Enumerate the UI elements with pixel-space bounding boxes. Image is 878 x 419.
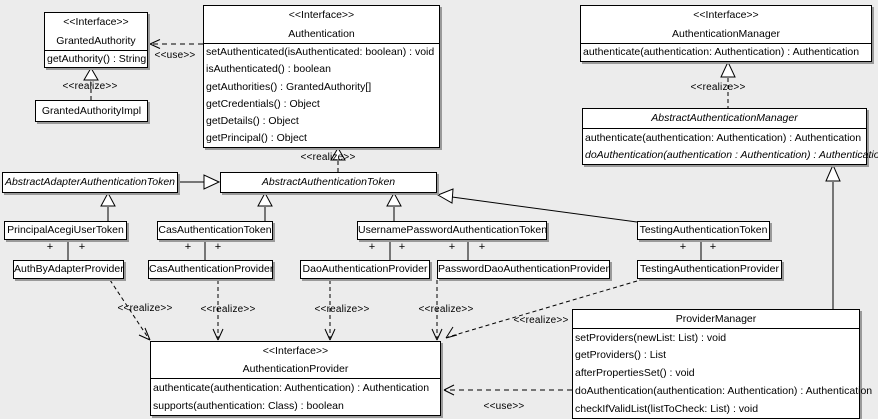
edge-label-realize: <<realize>> (690, 82, 746, 93)
stereotype: <<Interface>> (288, 9, 355, 21)
class-name: AbstractAdapterAuthenticationToken (4, 176, 176, 189)
edge-generalize-casauthenticationtoken[interactable] (257, 191, 273, 221)
method: isAuthenticated() : boolean (206, 63, 331, 76)
edge-realize-testingauthenticationprovider[interactable] (445, 280, 638, 339)
class-granted-authority[interactable]: <<Interface>> GrantedAuthority getAuthor… (44, 12, 148, 68)
class-authentication-provider[interactable]: <<Interface>> AuthenticationProvider aut… (150, 341, 441, 416)
class-cas-authentication-token[interactable]: CasAuthenticationToken (157, 221, 273, 240)
class-provider-manager[interactable]: ProviderManager setProviders(newList: Li… (572, 309, 873, 419)
method: afterPropertiesSet() : void (575, 367, 695, 380)
assoc-plus-mark: + (368, 241, 376, 253)
class-name: PasswordDaoAuthenticationProvider (438, 263, 610, 276)
class-name: Authentication (288, 27, 355, 40)
assoc-plus-mark: + (448, 241, 456, 253)
edge-generalize-providermanager[interactable] (825, 163, 841, 309)
class-authentication[interactable]: <<Interface>> Authentication setAuthenti… (203, 5, 440, 148)
class-name: PrincipalAcegiUserToken (7, 224, 124, 237)
edge-label-realize: <<realize>> (200, 304, 256, 315)
edge-generalize-usernamepasswordauthenticationtoken[interactable] (386, 191, 402, 221)
class-name: UsernamePasswordAuthenticationToken (358, 224, 548, 237)
assoc-plus-mark: + (184, 241, 192, 253)
edge-label-realize: <<realize>> (314, 304, 370, 315)
assoc-plus-mark: + (398, 241, 406, 253)
class-granted-authority-impl[interactable]: GrantedAuthorityImpl (35, 100, 148, 122)
method: doAuthentication(authentication : Authen… (585, 149, 878, 161)
class-dao-authentication-provider[interactable]: DaoAuthenticationProvider (300, 260, 430, 279)
class-name: AuthenticationManager (672, 27, 780, 40)
class-password-dao-authentication-provider[interactable]: PasswordDaoAuthenticationProvider (437, 260, 610, 279)
edge-use-providermanager[interactable] (443, 384, 572, 396)
edge-label-use: <<use>> (483, 401, 525, 412)
method: setAuthenticated(isAuthenticated: boolea… (206, 46, 435, 59)
edge-label-realize: <<realize>> (513, 315, 569, 326)
class-name: DaoAuthenticationProvider (302, 263, 428, 276)
class-name: GrantedAuthority (56, 34, 136, 47)
edge-realize-casauthenticationprovider[interactable] (212, 280, 224, 341)
edge-realize-abstractauthenticationtoken[interactable] (330, 147, 346, 172)
class-name: TestingAuthenticationToken (639, 224, 768, 237)
method: checkIfValidList(listToCheck: List) : vo… (575, 402, 759, 415)
edge-label-use: <<use>> (154, 50, 196, 61)
assoc-plus-mark: + (214, 241, 222, 253)
class-auth-by-adapter-provider[interactable]: AuthByAdapterProvider (13, 260, 124, 279)
method: doAuthentication(authentication: Authent… (575, 385, 873, 398)
edge-realize-authbyadapterprovider[interactable] (109, 279, 151, 341)
assoc-plus-mark: + (478, 241, 486, 253)
assoc-plus-mark: + (78, 241, 86, 253)
stereotype: <<Interface>> (262, 344, 329, 357)
edge-realize-abstractauthenticationmanager[interactable] (720, 60, 736, 108)
class-name: AuthenticationProvider (242, 362, 349, 375)
edge-realize-grantedauthorityimpl[interactable] (83, 67, 99, 100)
class-name: GrantedAuthorityImpl (41, 104, 142, 117)
class-testing-authentication-token[interactable]: TestingAuthenticationToken (637, 221, 770, 240)
class-name: CasAuthenticationProvider (149, 263, 274, 276)
class-abstract-adapter-authentication-token[interactable]: AbstractAdapterAuthenticationToken (2, 172, 178, 193)
method: getCredentials() : Object (206, 97, 320, 110)
class-name: ProviderManager (675, 312, 757, 325)
method: getAuthorities() : GrantedAuthority[] (206, 80, 372, 93)
method: getAuthority() : String (47, 52, 147, 65)
edge-generalize-testingauthenticationtoken[interactable] (436, 188, 638, 223)
edge-use-authentication-grantedauthority[interactable] (149, 39, 203, 49)
stereotype: <<Interface>> (63, 16, 129, 28)
method: getPrincipal() : Object (206, 132, 307, 145)
class-name: CasAuthenticationToken (158, 224, 272, 237)
method: supports(authentication: Class) : boolea… (153, 399, 344, 412)
edge-label-realize: <<realize>> (117, 303, 173, 314)
stereotype: <<Interface>> (693, 9, 759, 21)
edge-generalize-abstractadapterauthenticationtoken[interactable] (178, 174, 221, 190)
edge-realize-daoauthenticationprovider[interactable] (324, 280, 336, 341)
edge-realize-passworddaoauthenticationprovider[interactable] (431, 280, 443, 341)
class-name: AuthByAdapterProvider (14, 263, 124, 276)
method: setProviders(newList: List) : void (575, 331, 727, 344)
class-name: TestingAuthenticationProvider (640, 263, 779, 276)
method: getProviders() : List (575, 349, 667, 362)
edge-label-realize: <<realize>> (62, 81, 118, 92)
assoc-plus-mark: + (679, 241, 687, 253)
class-username-password-authentication-token[interactable]: UsernamePasswordAuthenticationToken (357, 221, 547, 240)
edge-label-realize: <<realize>> (300, 152, 356, 163)
method: authenticate(authentication: Authenticat… (585, 131, 862, 144)
class-testing-authentication-provider[interactable]: TestingAuthenticationProvider (637, 260, 782, 279)
assoc-plus-mark: + (46, 241, 54, 253)
class-name: AbstractAuthenticationManager (651, 112, 798, 125)
class-abstract-authentication-token[interactable]: AbstractAuthenticationToken (220, 172, 437, 193)
edge-label-realize: <<realize>> (418, 304, 474, 315)
method: authenticate(authentication: Authenticat… (583, 46, 860, 59)
class-authentication-manager[interactable]: <<Interface>> AuthenticationManager auth… (580, 5, 872, 62)
class-name: AbstractAuthenticationToken (261, 176, 396, 189)
edge-generalize-principalacegiusertoken[interactable] (100, 191, 116, 221)
method: authenticate(authentication: Authenticat… (153, 381, 430, 394)
class-abstract-authentication-manager[interactable]: AbstractAuthenticationManager authentica… (582, 108, 878, 165)
class-cas-authentication-provider[interactable]: CasAuthenticationProvider (148, 260, 273, 279)
method: getDetails() : Object (206, 114, 299, 127)
class-principal-acegi-user-token[interactable]: PrincipalAcegiUserToken (4, 221, 127, 240)
assoc-plus-mark: + (709, 241, 717, 253)
